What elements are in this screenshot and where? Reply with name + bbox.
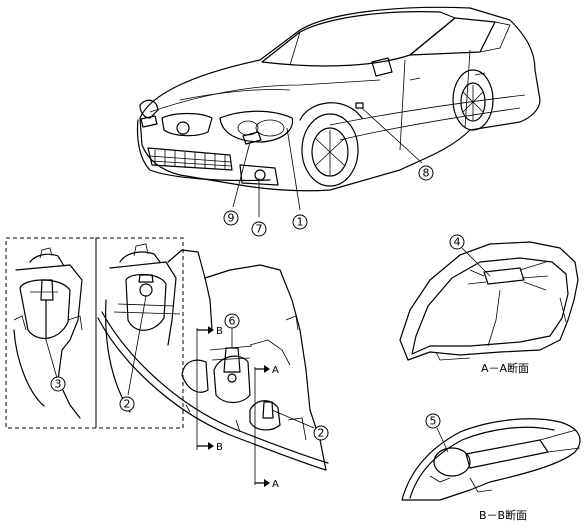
section-aa-caption: A－A断面 [481,361,529,375]
car-leaders [232,107,423,217]
callout-3: 3 [50,376,66,392]
car-illustration [136,6,541,192]
svg-text:4: 4 [454,236,461,249]
callout-6: 6 [224,313,240,329]
svg-text:B: B [216,326,223,337]
svg-text:7: 7 [256,223,263,236]
callout-8: 8 [418,165,434,181]
svg-text:5: 5 [430,415,437,428]
svg-text:A: A [272,365,279,376]
callout-1: 1 [292,214,308,230]
section-aa-drawing [399,241,579,361]
svg-text:1: 1 [297,216,304,229]
svg-text:3: 3 [55,378,62,391]
middle-leaders [231,328,315,429]
callout-2-right: 2 [313,425,329,441]
callout-7: 7 [251,221,267,237]
section-bb-drawing [401,418,581,501]
svg-text:B: B [216,442,223,453]
svg-text:A: A [272,479,279,490]
svg-text:8: 8 [423,167,430,180]
detail-box-left [5,237,97,429]
aa-leaders [461,247,491,277]
section-marker-b-top: B [196,326,223,337]
section-marker-a-top: A [254,365,279,376]
callout-2-left: 2 [119,396,135,412]
svg-text:2: 2 [124,398,131,411]
callout-4: 4 [449,234,465,250]
headlamp-assembly [97,249,329,485]
callout-5: 5 [425,413,441,429]
box-leaders [45,295,147,396]
bb-leaders [436,427,449,453]
callout-9: 9 [223,210,239,226]
section-marker-b-bottom: B [196,442,223,453]
svg-text:6: 6 [229,315,236,328]
section-bb-caption: B－B断面 [479,508,527,522]
svg-text:2: 2 [318,427,325,440]
svg-text:9: 9 [228,212,235,225]
section-marker-a-bottom: A [254,479,279,490]
